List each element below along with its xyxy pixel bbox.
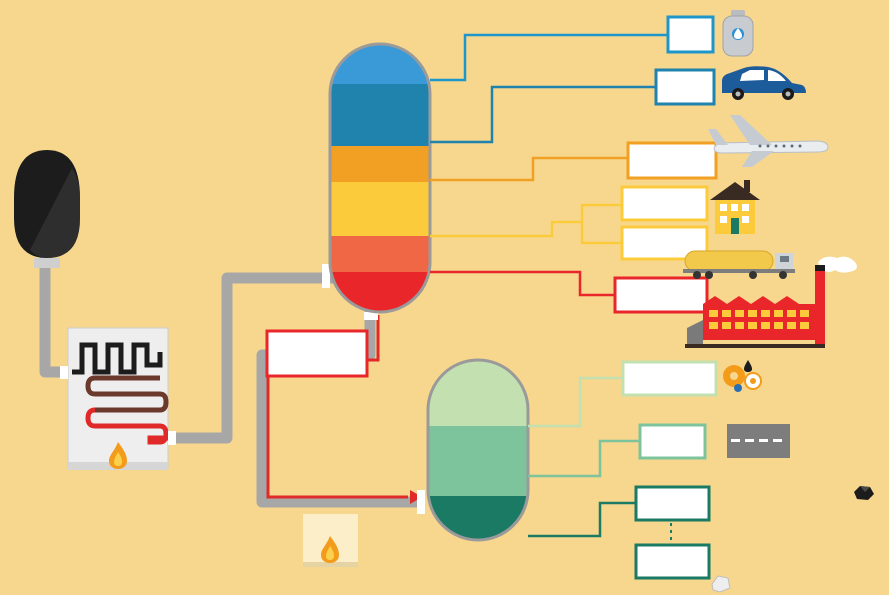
line-lubricant bbox=[528, 376, 623, 428]
furnace-coil-red bbox=[85, 407, 170, 445]
airplane-icon bbox=[708, 115, 829, 167]
line-heating-oil bbox=[430, 203, 622, 238]
connector-lines bbox=[430, 33, 668, 538]
atmospheric-distillation-column bbox=[330, 44, 430, 312]
line-lpg bbox=[430, 33, 668, 82]
pipe-joints bbox=[60, 264, 425, 514]
jet-fuel-label-box bbox=[626, 141, 718, 180]
crude-oil-tank bbox=[14, 150, 80, 268]
heating-oil-label-box bbox=[620, 185, 709, 222]
house-icon bbox=[710, 180, 760, 234]
crude-tank-neck bbox=[34, 258, 60, 268]
lubricant-label-box bbox=[621, 360, 718, 397]
coal-icon bbox=[854, 486, 874, 500]
lpg-label-box bbox=[666, 15, 715, 54]
line-asphalt bbox=[528, 439, 640, 478]
line-diesel bbox=[580, 222, 622, 245]
line-fuel-oil bbox=[430, 270, 615, 297]
furnace-flame-icon bbox=[109, 442, 127, 469]
flow-arrow-icon bbox=[410, 490, 422, 504]
crude-tank-shine bbox=[30, 168, 80, 258]
gasoline-band bbox=[330, 84, 430, 146]
column-one-outline bbox=[328, 42, 432, 314]
factory-icon bbox=[685, 256, 857, 348]
fuel-oil-band bbox=[330, 236, 430, 272]
asphalt-label-box bbox=[638, 423, 707, 460]
residue-label-box bbox=[265, 329, 369, 378]
furnace-coil-brown bbox=[85, 375, 169, 413]
line-jet-fuel bbox=[430, 156, 628, 182]
diesel-band bbox=[330, 182, 430, 236]
kerosene-band bbox=[330, 146, 430, 182]
vacuum-furnace-base bbox=[303, 562, 358, 567]
flame-icon bbox=[321, 536, 339, 563]
tanker-truck-icon bbox=[683, 250, 795, 279]
wax-band bbox=[428, 426, 528, 496]
gears-icon bbox=[723, 360, 762, 392]
vacuum-furnace-icon bbox=[303, 514, 358, 567]
furnace-coil-black bbox=[72, 342, 163, 375]
joint-a bbox=[60, 366, 68, 379]
sulfur-label-box bbox=[634, 543, 711, 580]
pipe-furnace-to-column-one bbox=[162, 272, 336, 444]
line-gasoline bbox=[430, 85, 656, 144]
gasoline-label-box bbox=[654, 68, 716, 106]
label-boxes bbox=[265, 15, 718, 580]
car-icon bbox=[722, 66, 806, 100]
joint-d bbox=[364, 312, 378, 320]
joint-b bbox=[168, 431, 176, 445]
joint-e bbox=[417, 490, 425, 514]
pipe-column-one-to-vacuum bbox=[256, 306, 418, 508]
furnace-icon bbox=[67, 327, 170, 470]
road-icon bbox=[727, 424, 790, 458]
rock-icon bbox=[711, 575, 731, 593]
line-coke bbox=[528, 501, 636, 538]
fuel-oil-label-box bbox=[613, 276, 709, 314]
column-two-outline bbox=[426, 358, 530, 542]
joint-c bbox=[322, 264, 330, 288]
gas-cylinder-icon bbox=[722, 10, 754, 57]
vacuum-distillation-column bbox=[428, 360, 528, 540]
coke-label-box bbox=[634, 485, 711, 522]
